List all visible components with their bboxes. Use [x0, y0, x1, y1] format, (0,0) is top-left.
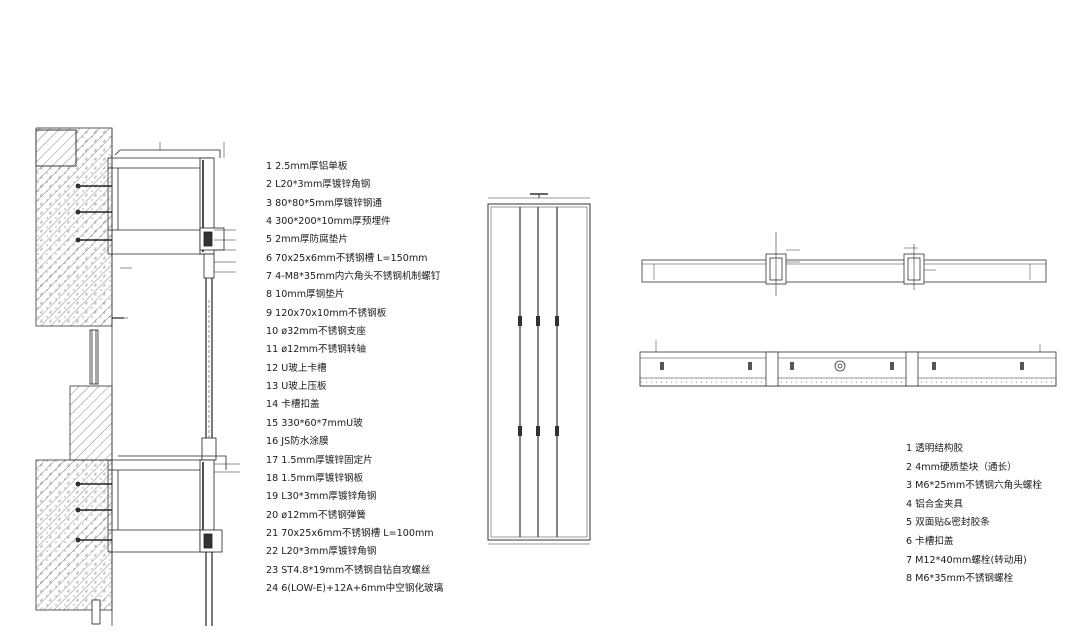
legend-section-item: 12 U玻上卡槽 [266, 362, 327, 374]
legend-section-item: 23 ST4.8*19mm不锈钢自钻自攻螺丝 [266, 564, 431, 576]
legend-section-item: 15 330*60*7mmU玻 [266, 417, 363, 429]
legend-section-item: 21 70x25x6mm不锈钢槽 L=100mm [266, 527, 434, 539]
legend-section-item: 8 10mm厚钢垫片 [266, 289, 345, 301]
legend-plan-item: 1 透明结构胶 [906, 443, 964, 454]
legend-plan-item: 6 卡槽扣盖 [906, 535, 954, 547]
section-detail [35, 127, 240, 626]
legend-section-item: 18 1.5mm厚镀锌钢板 [266, 472, 364, 484]
legend-plan-item: 8 M6*35mm不锈钢螺栓 [906, 573, 1014, 585]
legend-section-item: 1 2.5mm厚铝单板 [266, 161, 348, 172]
legend-section-item: 9 120x70x10mm不锈钢板 [266, 307, 387, 319]
legend-section-item: 22 L20*3mm厚镀锌角钢 [266, 546, 377, 558]
legend-plan-item: 5 双面贴&密封胶条 [906, 517, 990, 529]
legend-section-item: 24 6(LOW-E)+12A+6mm中空钢化玻璃 [266, 582, 444, 594]
plan-view-top [641, 232, 1047, 296]
legend-section-item: 4 300*200*10mm厚预埋件 [266, 216, 391, 228]
legend-section-item: 13 U玻上压板 [266, 381, 327, 393]
elevation-view [487, 193, 591, 545]
legend-section-item: 10 ø32mm不锈钢支座 [266, 326, 366, 338]
legend-section-item: 14 卡槽扣盖 [266, 399, 320, 411]
plan-legend: 1 透明结构胶 2 4mm硬质垫块（通长） 3 M6*25mm不锈钢六角头螺栓 4 铝… [906, 440, 1076, 589]
legend-section-item: 11 ø12mm不锈钢转轴 [266, 344, 366, 356]
legend-plan-item: 3 M6*25mm不锈钢六角头螺栓 [906, 480, 1042, 492]
legend-section-item: 3 80*80*5mm厚镀锌钢通 [266, 197, 382, 209]
plan-view-bottom [639, 340, 1057, 387]
legend-section-item: 5 2mm厚防腐垫片 [266, 234, 348, 246]
section-legend: 1 2.5mm厚铝单板 2 L20*3mm厚镀锌角钢 3 80*80*5mm厚镀锌钢… [266, 158, 486, 598]
legend-section-item: 6 70x25x6mm不锈钢槽 L=150mm [266, 252, 428, 264]
legend-plan-item: 4 铝合金夹具 [906, 498, 964, 510]
legend-plan-item: 2 4mm硬质垫块（通长） [906, 461, 1017, 473]
legend-section-item: 7 4-M8*35mm内六角头不锈钢机制螺钉 [266, 271, 441, 283]
legend-section-item: 19 L30*3mm厚镀锌角钢 [266, 491, 377, 503]
legend-plan-item: 7 M12*40mm螺栓(转动用) [906, 554, 1027, 566]
legend-section-item: 20 ø12mm不锈钢弹簧 [266, 509, 366, 521]
legend-section-item: 2 L20*3mm厚镀锌角钢 [266, 179, 371, 191]
legend-section-item: 17 1.5mm厚镀锌固定片 [266, 454, 373, 466]
legend-section-item: 16 JS防水涂膜 [266, 436, 329, 448]
